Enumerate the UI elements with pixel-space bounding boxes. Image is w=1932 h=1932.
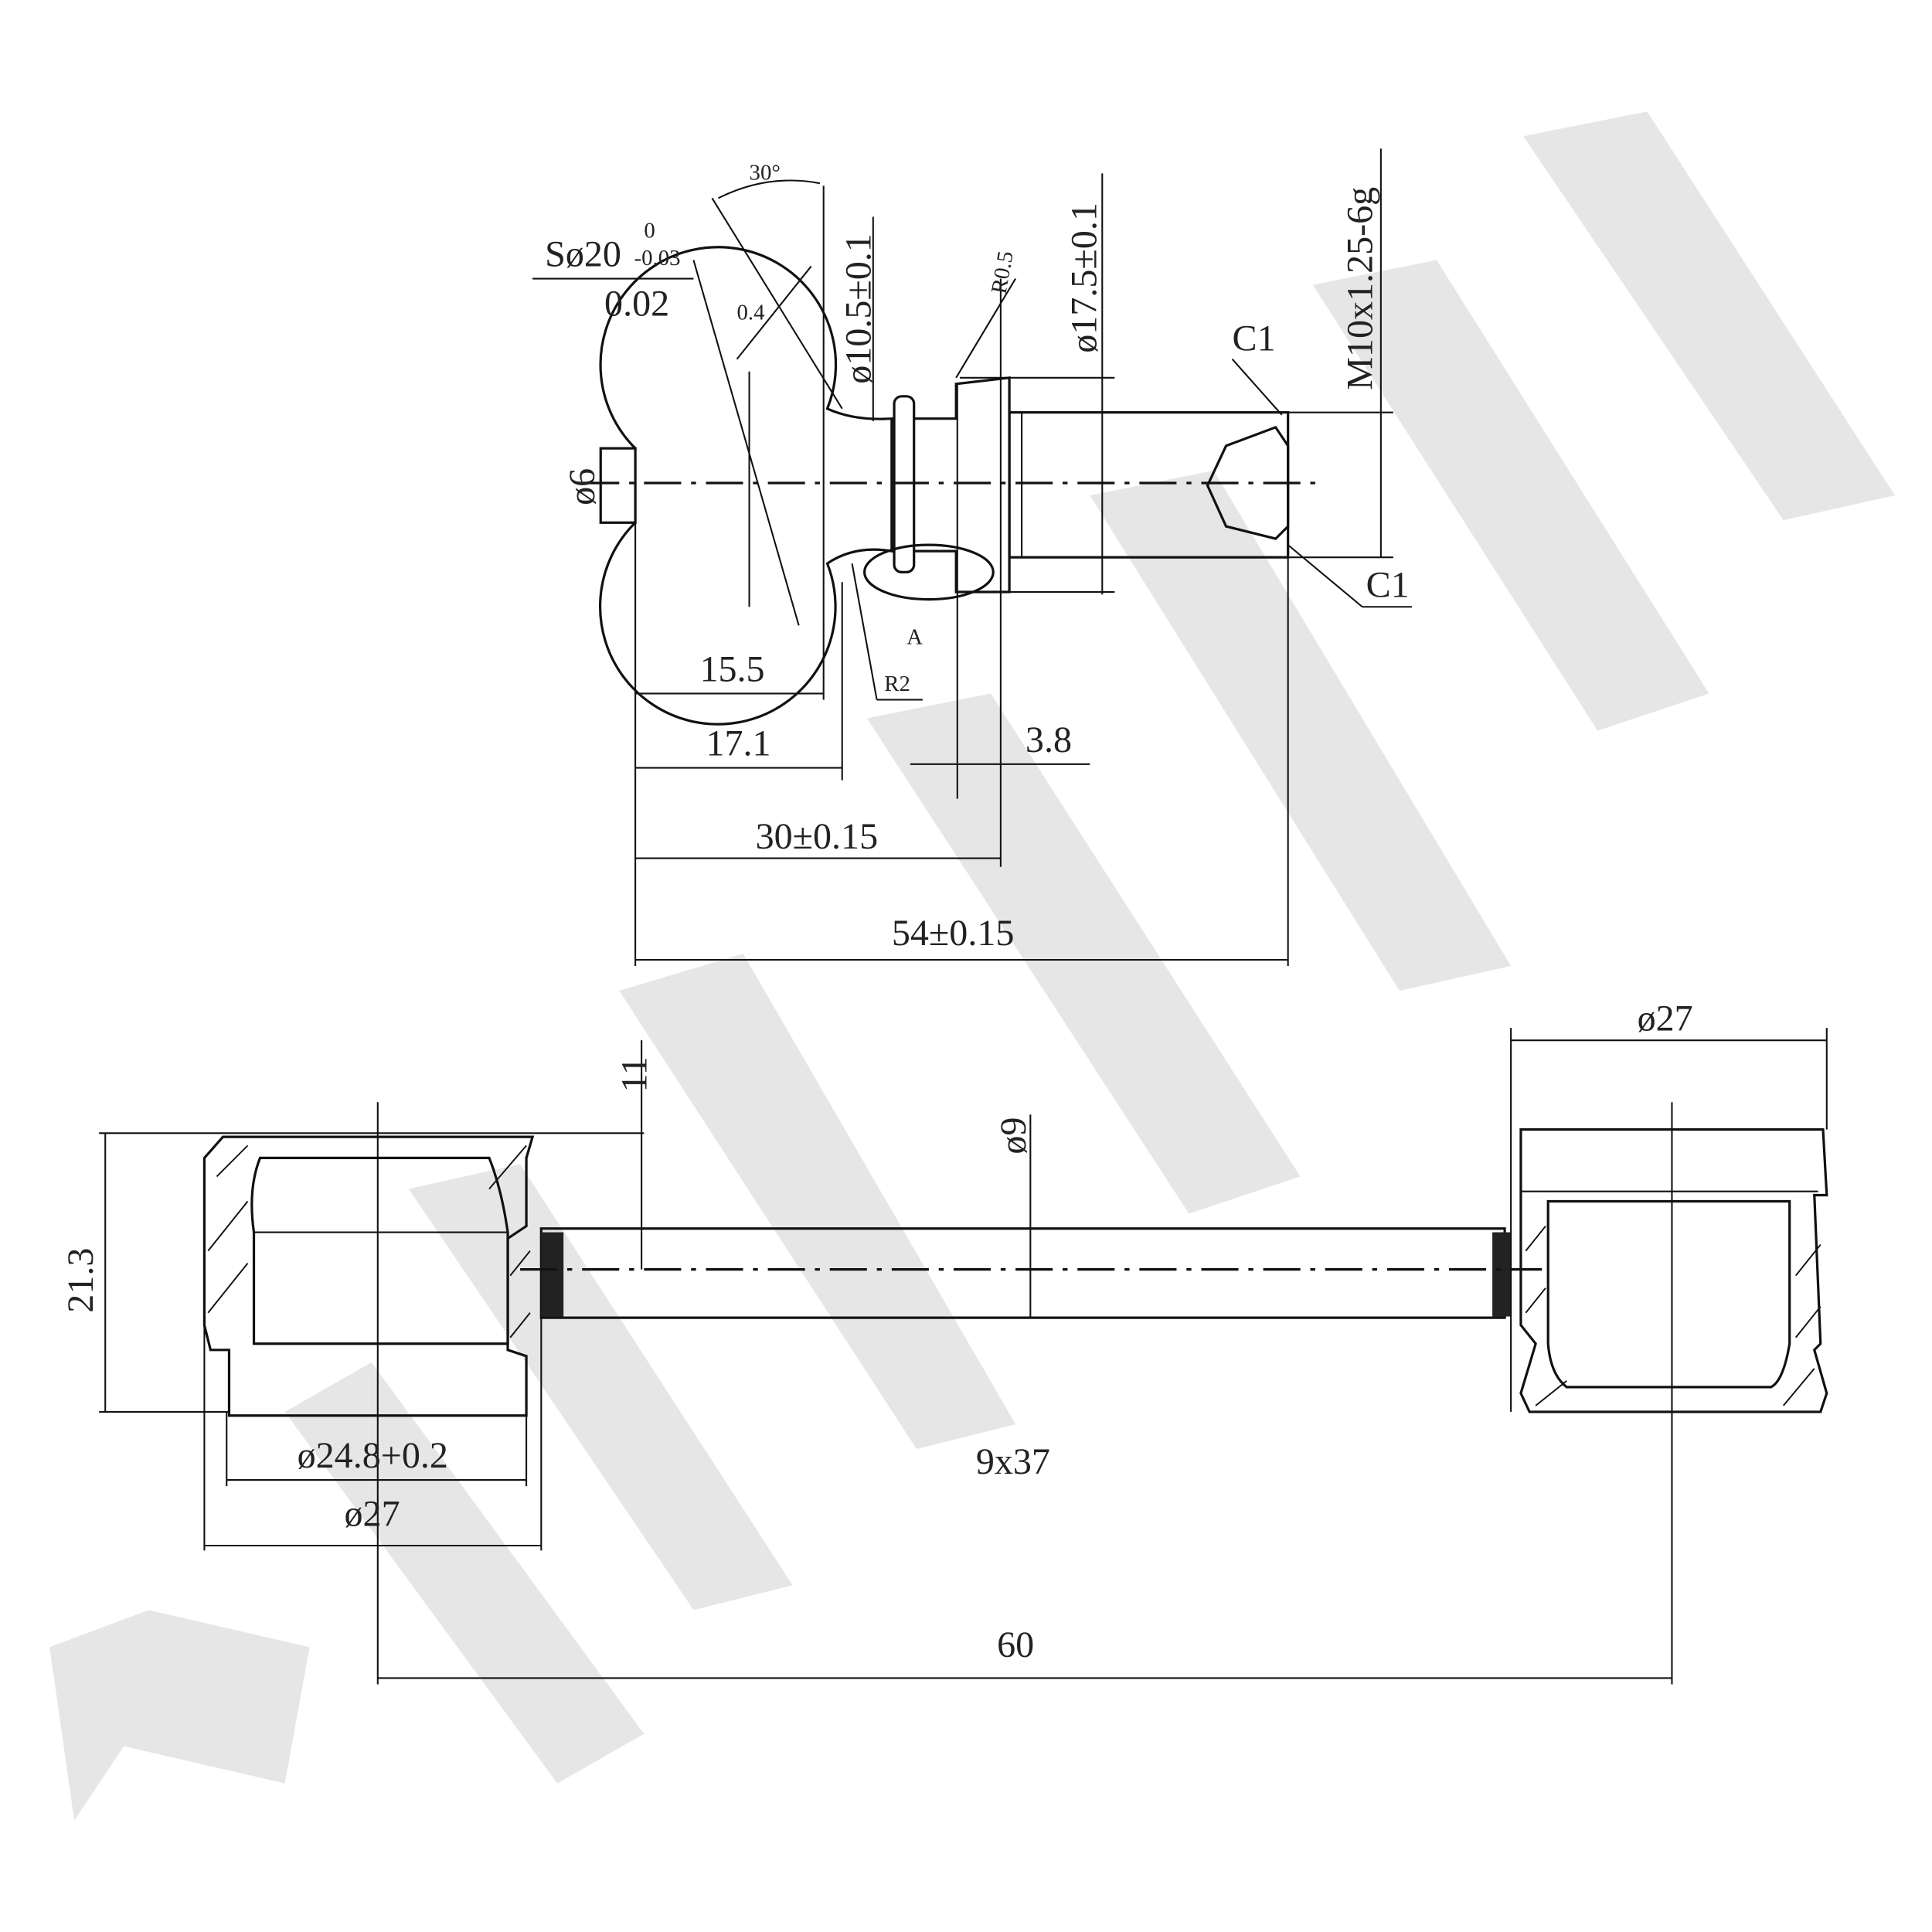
radius-neck-label: R2 — [884, 672, 910, 696]
sphere-dia-label: Sø20 — [545, 234, 621, 275]
watermark-logo — [49, 111, 1895, 1821]
rod-dia-label: ø9 — [993, 1117, 1034, 1155]
len-15-5: 15.5 — [699, 648, 764, 689]
radius-small-label: R0.5 — [987, 250, 1019, 296]
sphere-tol-lower: -0.03 — [634, 246, 681, 270]
chamfer-top-label: C1 — [1233, 318, 1276, 359]
right-dia-label: ø27 — [1638, 998, 1693, 1039]
chamfer-bottom-label: C1 — [1366, 564, 1410, 605]
offset-label: 0.4 — [737, 300, 765, 325]
neck-dia-label: ø10.5±0.1 — [838, 233, 879, 384]
height-label: 21.3 — [60, 1248, 101, 1313]
stub-dia-label: ø6 — [562, 468, 603, 505]
len-17-1: 17.1 — [706, 723, 770, 764]
sphere-tol-upper: 0 — [644, 219, 655, 243]
left-dia-label: ø27 — [345, 1493, 400, 1534]
link-rod-view — [99, 1028, 1828, 1685]
rod-size-label: 9x37 — [976, 1441, 1050, 1482]
len-3-8: 3.8 — [1026, 719, 1072, 760]
center-distance-label: 60 — [997, 1624, 1034, 1665]
len-54: 54±0.15 — [892, 913, 1015, 954]
thread-label: M10x1.25-6g — [1340, 187, 1381, 390]
detail-label: A — [906, 624, 923, 649]
collar-dia-label: ø17.5±0.1 — [1063, 202, 1104, 353]
angle-label: 30° — [750, 160, 781, 185]
sphericity-label: 0.02 — [604, 284, 669, 325]
inner-dia-label: ø24.8+0.2 — [298, 1435, 448, 1476]
len-30: 30±0.15 — [756, 816, 879, 857]
ball-pin-view — [532, 148, 1412, 966]
offset-11-label: 11 — [614, 1056, 655, 1092]
